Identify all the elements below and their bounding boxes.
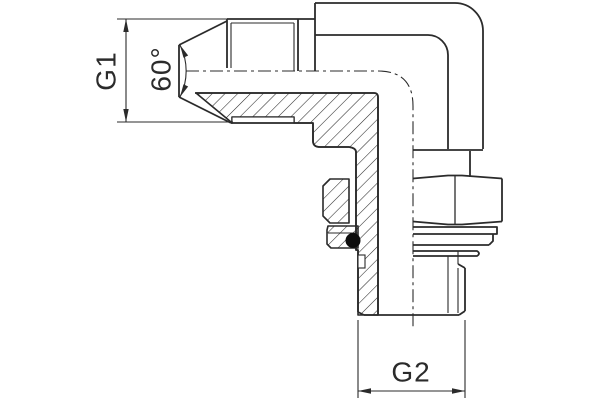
arc-arrow-bottom-icon [180,84,189,97]
dimension-arrow-left-icon [358,388,371,394]
hex-locknut [322,174,503,226]
nut-bottom-edge [412,220,503,226]
g1-label: G1 [91,51,122,90]
cone-angle-label: 60° [146,46,177,91]
stud-thread-shoulder [457,263,466,269]
body-outer-top [315,2,484,149]
section-hatching [195,92,379,316]
stud-bottom-chamfer-right [458,310,466,316]
body-inner-top [315,34,449,149]
dimension-arrow-down-icon [123,109,129,122]
threaded-stud [357,251,466,316]
o-ring-seal [345,233,361,248]
cone-angle-annotation: 60° [146,44,189,98]
body-section-profile [231,122,359,312]
washer-top-band [413,226,498,235]
centerlines [186,70,414,330]
g1-dimension: G1 [91,18,233,123]
stud-bottom-chamfer-left [357,311,365,316]
g2-dimension: G2 [357,320,466,398]
washer-body-edge [488,234,494,246]
body-section-hatch [195,92,379,316]
male-cone-port [178,18,315,124]
collar-band [413,250,480,257]
g2-label: G2 [391,357,430,388]
elbow-body [195,2,484,315]
cone-bottom-edge [178,96,232,124]
nut-top-edge [412,174,503,180]
flow-axis-centerline [186,70,414,330]
stud-relief-groove [357,254,366,269]
bore-wall [195,92,379,315]
dimension-arrow-right-icon [452,388,465,394]
dimension-arrow-up-icon [123,19,129,32]
nut-section [322,178,350,224]
cone-top-edge [178,20,228,46]
arc-arrow-top-icon [180,45,189,58]
